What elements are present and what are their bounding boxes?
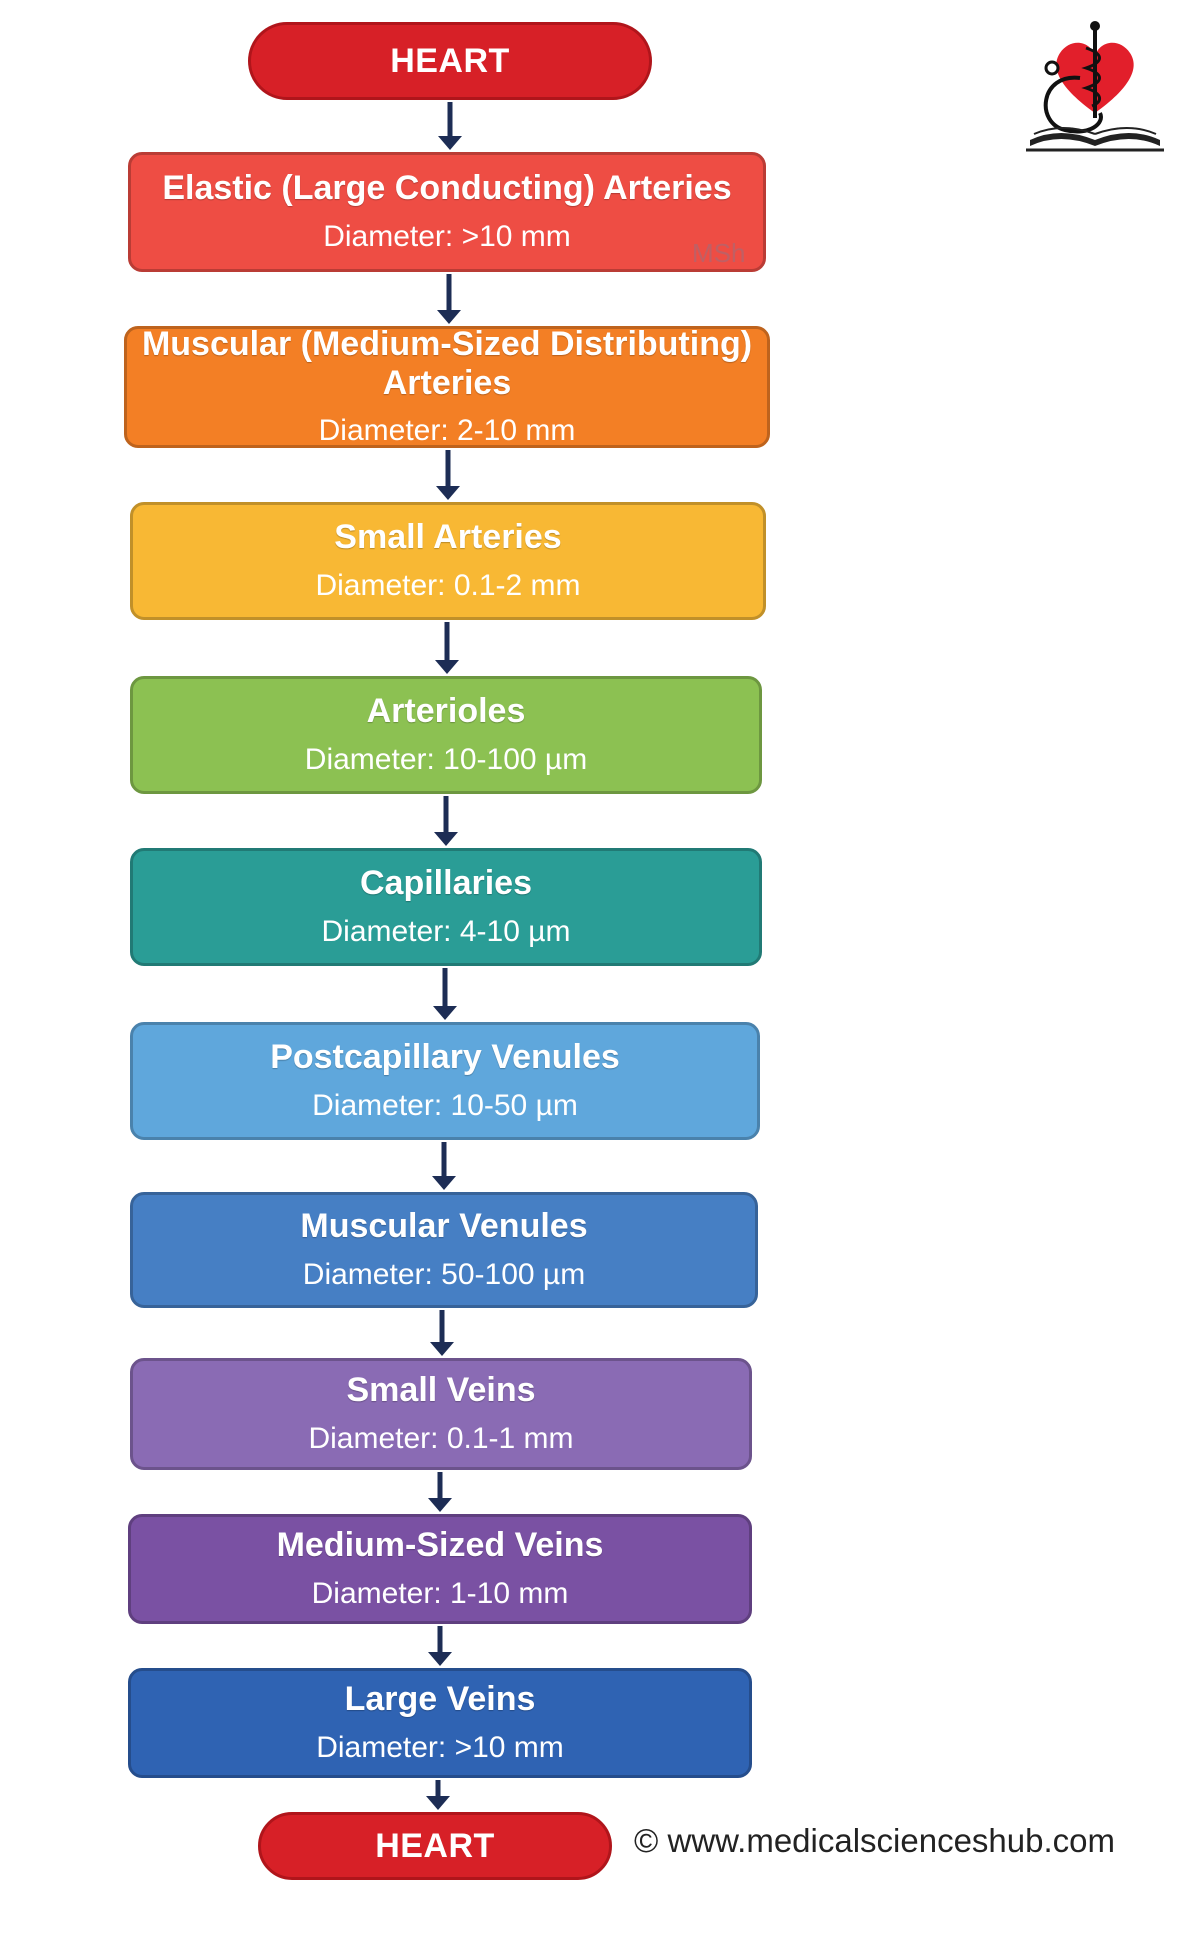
heart-end-node: HEART (258, 1812, 612, 1880)
vessel-diameter: Diameter: >10 mm (316, 1730, 564, 1764)
vessel-diameter: Diameter: 1-10 mm (311, 1576, 569, 1610)
vessel-name: Large Veins (344, 1680, 536, 1719)
vessel-node-postcapillary-venules: Postcapillary Venules Diameter: 10-50 µm (130, 1022, 760, 1140)
vessel-name: Arterioles (366, 692, 526, 731)
vessel-name: Muscular (Medium-Sized Distributing) Art… (141, 324, 753, 402)
vessel-name: Elastic (Large Conducting) Arteries (162, 169, 732, 208)
heart-stethoscope-book-logo-icon (1026, 21, 1164, 152)
vessel-name: Muscular Venules (300, 1207, 588, 1246)
vessel-diameter: Diameter: 10-50 µm (312, 1088, 578, 1122)
vessel-name: Postcapillary Venules (270, 1038, 620, 1077)
vessel-name: Capillaries (360, 864, 532, 903)
vessel-node-arterioles: Arterioles Diameter: 10-100 µm (130, 676, 762, 794)
vessel-node-small-veins: Small Veins Diameter: 0.1-1 mm (130, 1358, 752, 1470)
vessel-diameter: Diameter: 4-10 µm (321, 914, 571, 948)
vessel-name: Small Arteries (334, 518, 562, 557)
watermark-text: MSh (692, 238, 746, 268)
vessel-node-small-arteries: Small Arteries Diameter: 0.1-2 mm (130, 502, 766, 620)
vessel-node-elastic-arteries: Elastic (Large Conducting) Arteries Diam… (128, 152, 766, 272)
vessel-node-medium-veins: Medium-Sized Veins Diameter: 1-10 mm (128, 1514, 752, 1624)
vessel-node-capillaries: Capillaries Diameter: 4-10 µm (130, 848, 762, 966)
vessel-node-large-veins: Large Veins Diameter: >10 mm (128, 1668, 752, 1778)
vessel-node-muscular-venules: Muscular Venules Diameter: 50-100 µm (130, 1192, 758, 1308)
vessel-diameter: Diameter: 0.1-1 mm (308, 1421, 574, 1455)
vessel-name: Medium-Sized Veins (276, 1526, 604, 1565)
vessel-diameter: Diameter: 0.1-2 mm (315, 568, 581, 602)
vessel-diameter: Diameter: 50-100 µm (302, 1257, 586, 1291)
vessel-diameter: Diameter: 10-100 µm (304, 742, 588, 776)
vessel-diameter: Diameter: >10 mm (323, 219, 571, 253)
vessel-name: Small Veins (346, 1371, 536, 1410)
copyright-text: © www.medicalscienceshub.com (634, 1822, 1115, 1859)
vessel-node-muscular-arteries: Muscular (Medium-Sized Distributing) Art… (124, 324, 770, 448)
vessel-diameter: Diameter: 2-10 mm (318, 414, 576, 448)
heart-start-node: HEART (248, 22, 652, 100)
